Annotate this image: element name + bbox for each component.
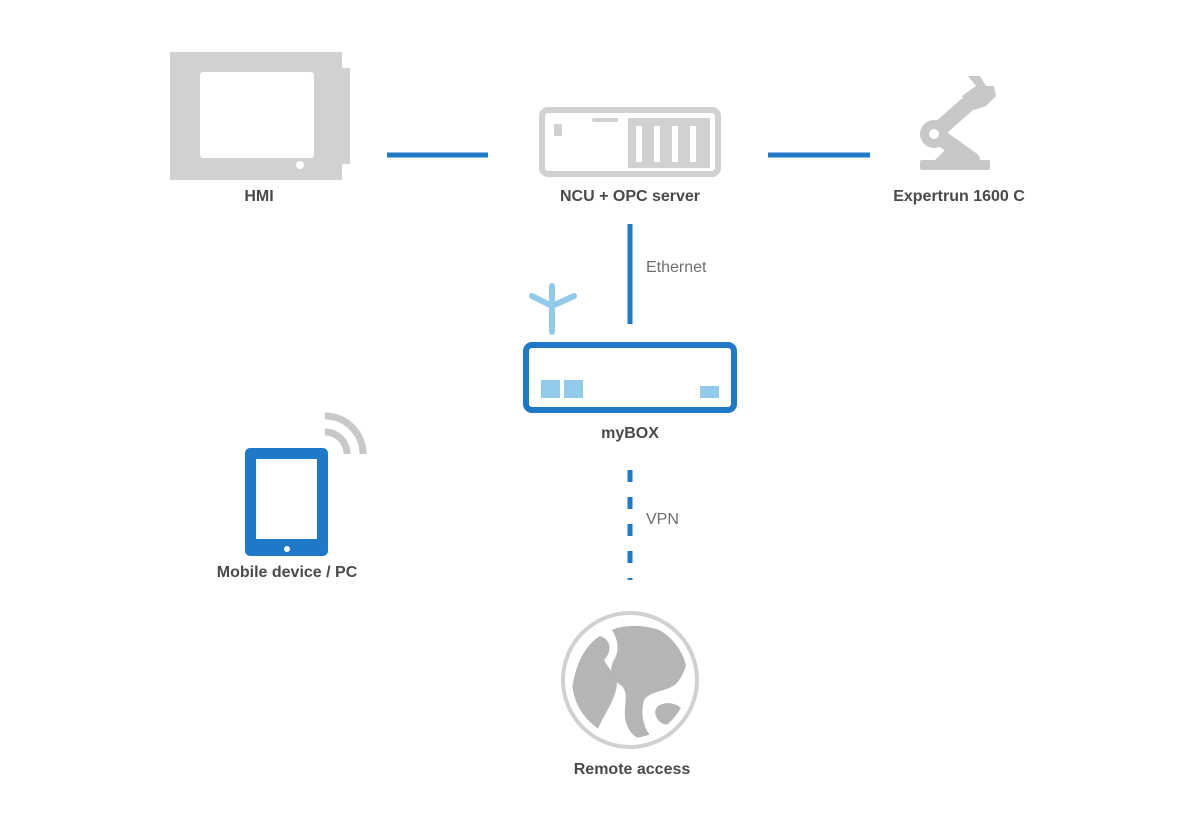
wifi-icon — [324, 412, 367, 455]
robot-arm-icon — [920, 76, 996, 170]
hmi-label: HMI — [244, 188, 274, 205]
remote-label: Remote access — [573, 761, 691, 778]
vpn-label: VPN — [646, 511, 679, 528]
antenna-icon — [529, 283, 577, 335]
ncu-label: NCU + OPC server — [559, 188, 701, 205]
robot-label: Expertrun 1600 C — [893, 188, 1025, 205]
globe-icon — [561, 611, 699, 749]
server-icon — [539, 107, 721, 177]
mybox-label: myBOX — [601, 425, 659, 442]
router-icon — [523, 342, 737, 413]
monitor-icon — [170, 52, 350, 180]
mobile-label: Mobile device / PC — [216, 564, 358, 581]
tablet-icon — [245, 448, 328, 556]
ethernet-label: Ethernet — [646, 259, 707, 276]
